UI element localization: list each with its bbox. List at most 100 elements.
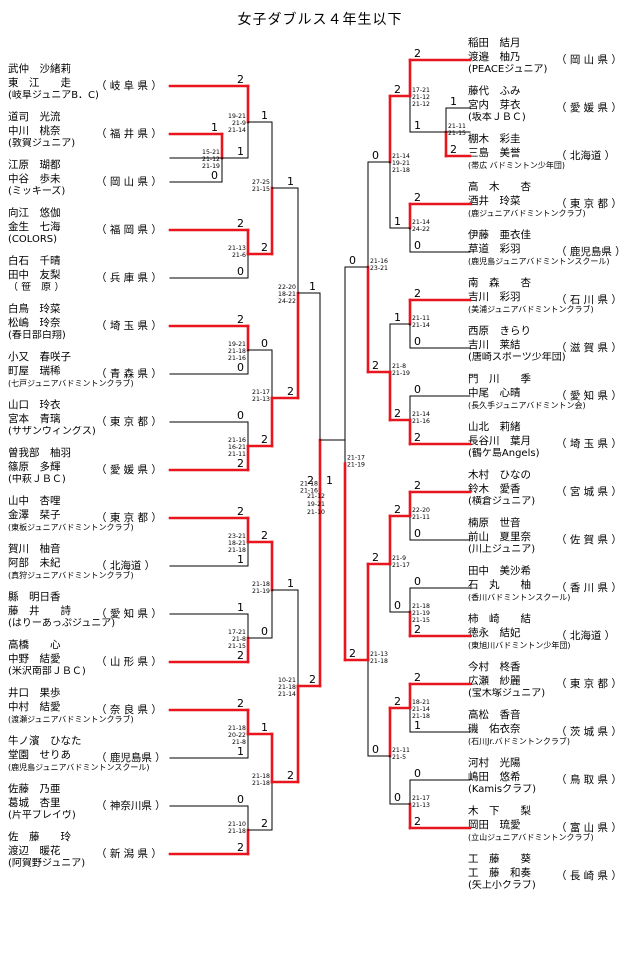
game-count: 2 bbox=[237, 697, 244, 710]
club-name: (はりーあっぷジュニア) bbox=[8, 618, 116, 629]
club-name: (七戸ジュニアバドミントンクラブ) bbox=[8, 379, 134, 388]
prefecture-label: （ 富 山 県 ） bbox=[556, 822, 622, 834]
club-name: (唐崎スポーツ少年団) bbox=[468, 352, 566, 363]
prefecture-label: （ 北海道 ） bbox=[556, 150, 616, 162]
game-count: 2 bbox=[237, 73, 244, 86]
game-count: 2 bbox=[237, 505, 244, 518]
club-name: (鹿ジュニアバドミントンクラブ) bbox=[468, 209, 586, 218]
player-name-1: 賀川 柚音 bbox=[8, 543, 61, 555]
score-text: 21-15 bbox=[448, 130, 466, 137]
score-text: 21-8 bbox=[232, 739, 246, 746]
score-text: 21-19 bbox=[252, 588, 270, 595]
game-count: 0 bbox=[414, 527, 421, 540]
player-name-2: 中尾 心晴 bbox=[468, 387, 521, 399]
score-text: 21-16 bbox=[370, 258, 388, 265]
game-count: 1 bbox=[450, 95, 457, 108]
player-name-2: 町屋 瑞稀 bbox=[8, 365, 61, 377]
score-text: 19-21 bbox=[392, 160, 410, 167]
score-text: 21-14 bbox=[412, 219, 430, 226]
club-name: (鹿児島ジュニアバドミントンスクール) bbox=[468, 257, 610, 266]
score-text: 21-18 bbox=[370, 658, 388, 665]
right-entry-15: 高松 香音磯 佑衣奈(石川Jr.バドミントンクラブ) bbox=[468, 708, 618, 748]
game-count: 0 bbox=[414, 575, 421, 588]
left-entry-8: 山口 玲衣宮本 青璃(サザンウィングス) bbox=[8, 398, 158, 438]
club-name: (矢上小クラブ) bbox=[468, 880, 536, 891]
game-count: 0 bbox=[372, 743, 379, 756]
right-entry-7: 西原 きらり吉川 莱結(唐崎スポーツ少年団) bbox=[468, 324, 618, 364]
player-name-2: 篠原 多輝 bbox=[8, 461, 61, 473]
club-name: (PEACEジュニア) bbox=[468, 64, 548, 75]
player-name-2: 徳永 結妃 bbox=[468, 627, 521, 639]
game-count: 0 bbox=[211, 169, 218, 182]
player-name-1: 牛ノ濱 ひなた bbox=[8, 735, 82, 747]
score-text: 21-17 bbox=[347, 455, 365, 462]
score-text: 21-18 bbox=[412, 713, 430, 720]
prefecture-label: （ 愛 媛 県 ） bbox=[556, 102, 622, 114]
player-name-1: 南 森 杏 bbox=[468, 277, 531, 289]
club-name: (中萩ＪＢＣ) bbox=[8, 474, 66, 485]
club-name: (岐阜ジュニアB．C) bbox=[8, 90, 99, 101]
right-entry-11: 楠原 世音前山 夏里奈(川上ジュニア) bbox=[468, 516, 618, 556]
player-name-1: 白石 千晴 bbox=[8, 255, 61, 267]
game-count: 1 bbox=[237, 601, 244, 614]
player-name-2: 東 江 走 bbox=[8, 77, 71, 89]
prefecture-label: （ 青 森 県 ） bbox=[96, 368, 162, 380]
score-text: 21-18 bbox=[228, 828, 246, 835]
game-count: 1 bbox=[414, 719, 421, 732]
player-name-2: 堂園 せりあ bbox=[8, 749, 71, 761]
player-name-1: 藤代 ふみ bbox=[468, 85, 521, 97]
player-name-2: 岡田 琉愛 bbox=[468, 819, 521, 831]
club-name: (香川バドミントンスクール) bbox=[468, 593, 571, 602]
player-name-1: 道司 光流 bbox=[8, 111, 61, 123]
game-count: 2 bbox=[414, 671, 421, 684]
game-count: 1 bbox=[414, 119, 421, 132]
club-name: (渡瀬ジュニアバドミントンクラブ) bbox=[8, 715, 134, 724]
game-count: 2 bbox=[394, 83, 401, 96]
game-count: 2 bbox=[261, 817, 268, 830]
prefecture-label: （ 山 形 県 ） bbox=[96, 656, 162, 668]
game-count: 1 bbox=[394, 311, 401, 324]
game-count: 2 bbox=[414, 479, 421, 492]
prefecture-label: （ 北海道 ） bbox=[556, 630, 616, 642]
game-count: 2 bbox=[287, 769, 294, 782]
score-text: 21-16 bbox=[228, 437, 246, 444]
score-text: 18-21 bbox=[412, 699, 430, 706]
game-count: 2 bbox=[394, 407, 401, 420]
prefecture-label: （ 岐 阜 県 ） bbox=[96, 80, 162, 92]
score-text: 21-9 bbox=[392, 555, 406, 562]
score-text: 21-13 bbox=[252, 396, 270, 403]
club-name: (宝木塚ジュニア) bbox=[468, 688, 546, 699]
player-name-2: 石 丸 柚 bbox=[468, 579, 531, 591]
prefecture-label: （ 東 京 都 ） bbox=[96, 512, 162, 524]
game-count: 2 bbox=[237, 649, 244, 662]
player-name-2: 宮内 芽衣 bbox=[468, 99, 521, 111]
game-count: 0 bbox=[237, 361, 244, 374]
player-name-1: 小又 春咲子 bbox=[8, 351, 71, 363]
game-count: 2 bbox=[414, 287, 421, 300]
game-count: 1 bbox=[211, 121, 218, 134]
player-name-2: 三島 美誉 bbox=[468, 147, 521, 159]
score-text: 21-16 bbox=[412, 418, 430, 425]
player-name-2: 松嶋 玲奈 bbox=[8, 317, 61, 329]
score-text: 21-14 bbox=[412, 322, 430, 329]
player-name-1: 今村 柊香 bbox=[468, 661, 521, 673]
game-count: 2 bbox=[414, 431, 421, 444]
player-name-2: 草道 彩羽 bbox=[468, 243, 521, 255]
prefecture-label: （ 東 京 都 ） bbox=[96, 416, 162, 428]
game-count: 2 bbox=[261, 241, 268, 254]
score-text: 17-21 bbox=[228, 629, 246, 636]
game-count: 2 bbox=[237, 841, 244, 854]
player-name-1: 河村 光陽 bbox=[468, 757, 521, 769]
left-entry-3: 江原 瑚都中谷 歩未(ミッキーズ) bbox=[8, 158, 158, 198]
game-count: 2 bbox=[237, 457, 244, 470]
score-text: 21-18 bbox=[252, 773, 270, 780]
player-name-1: 門 川 季 bbox=[468, 373, 531, 385]
score-text: 21-14 bbox=[228, 127, 246, 134]
score-text: 23-21 bbox=[370, 265, 388, 272]
player-name-1: 工 藤 葵 bbox=[468, 853, 531, 865]
player-name-2: 金生 七海 bbox=[8, 221, 61, 233]
prefecture-label: （ 岡 山 県 ） bbox=[96, 176, 162, 188]
player-name-1: 武仲 沙緒莉 bbox=[8, 63, 71, 75]
club-name: (春日部白翔) bbox=[8, 330, 66, 341]
player-name-2: 酒井 玲菜 bbox=[468, 195, 521, 207]
